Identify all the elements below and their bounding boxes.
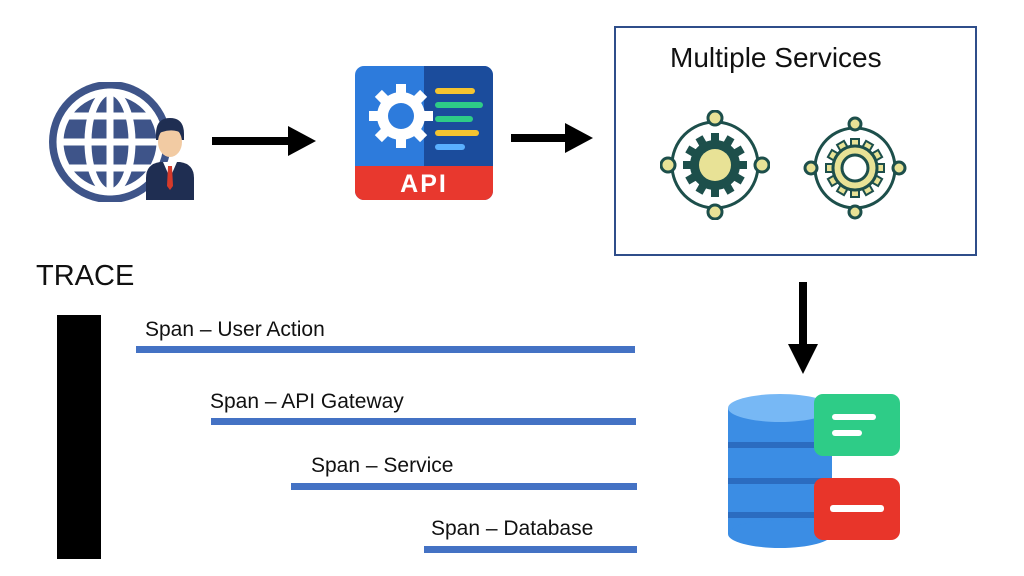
trace-label: TRACE [36, 260, 135, 292]
span-line [424, 546, 637, 553]
globe-user-icon [49, 82, 194, 202]
arrow-down-icon [788, 282, 818, 374]
arrow-right-icon [212, 126, 316, 156]
span-label: Span – Service [311, 454, 454, 477]
span-line [211, 418, 636, 425]
arrow-right-icon [511, 123, 593, 153]
service-gear-icon [660, 110, 770, 220]
span-label: Span – API Gateway [210, 390, 404, 413]
api-label: API [400, 170, 448, 198]
span-label: Span – User Action [145, 318, 325, 341]
span-line [291, 483, 637, 490]
span-label: Span – Database [431, 517, 594, 540]
api-gateway-icon: API [355, 66, 493, 200]
service-gear-icon [803, 116, 907, 220]
services-box [614, 26, 977, 256]
database-icon [728, 394, 900, 548]
span-line [136, 346, 635, 353]
services-title: Multiple Services [670, 42, 882, 73]
trace-bar [57, 315, 101, 559]
